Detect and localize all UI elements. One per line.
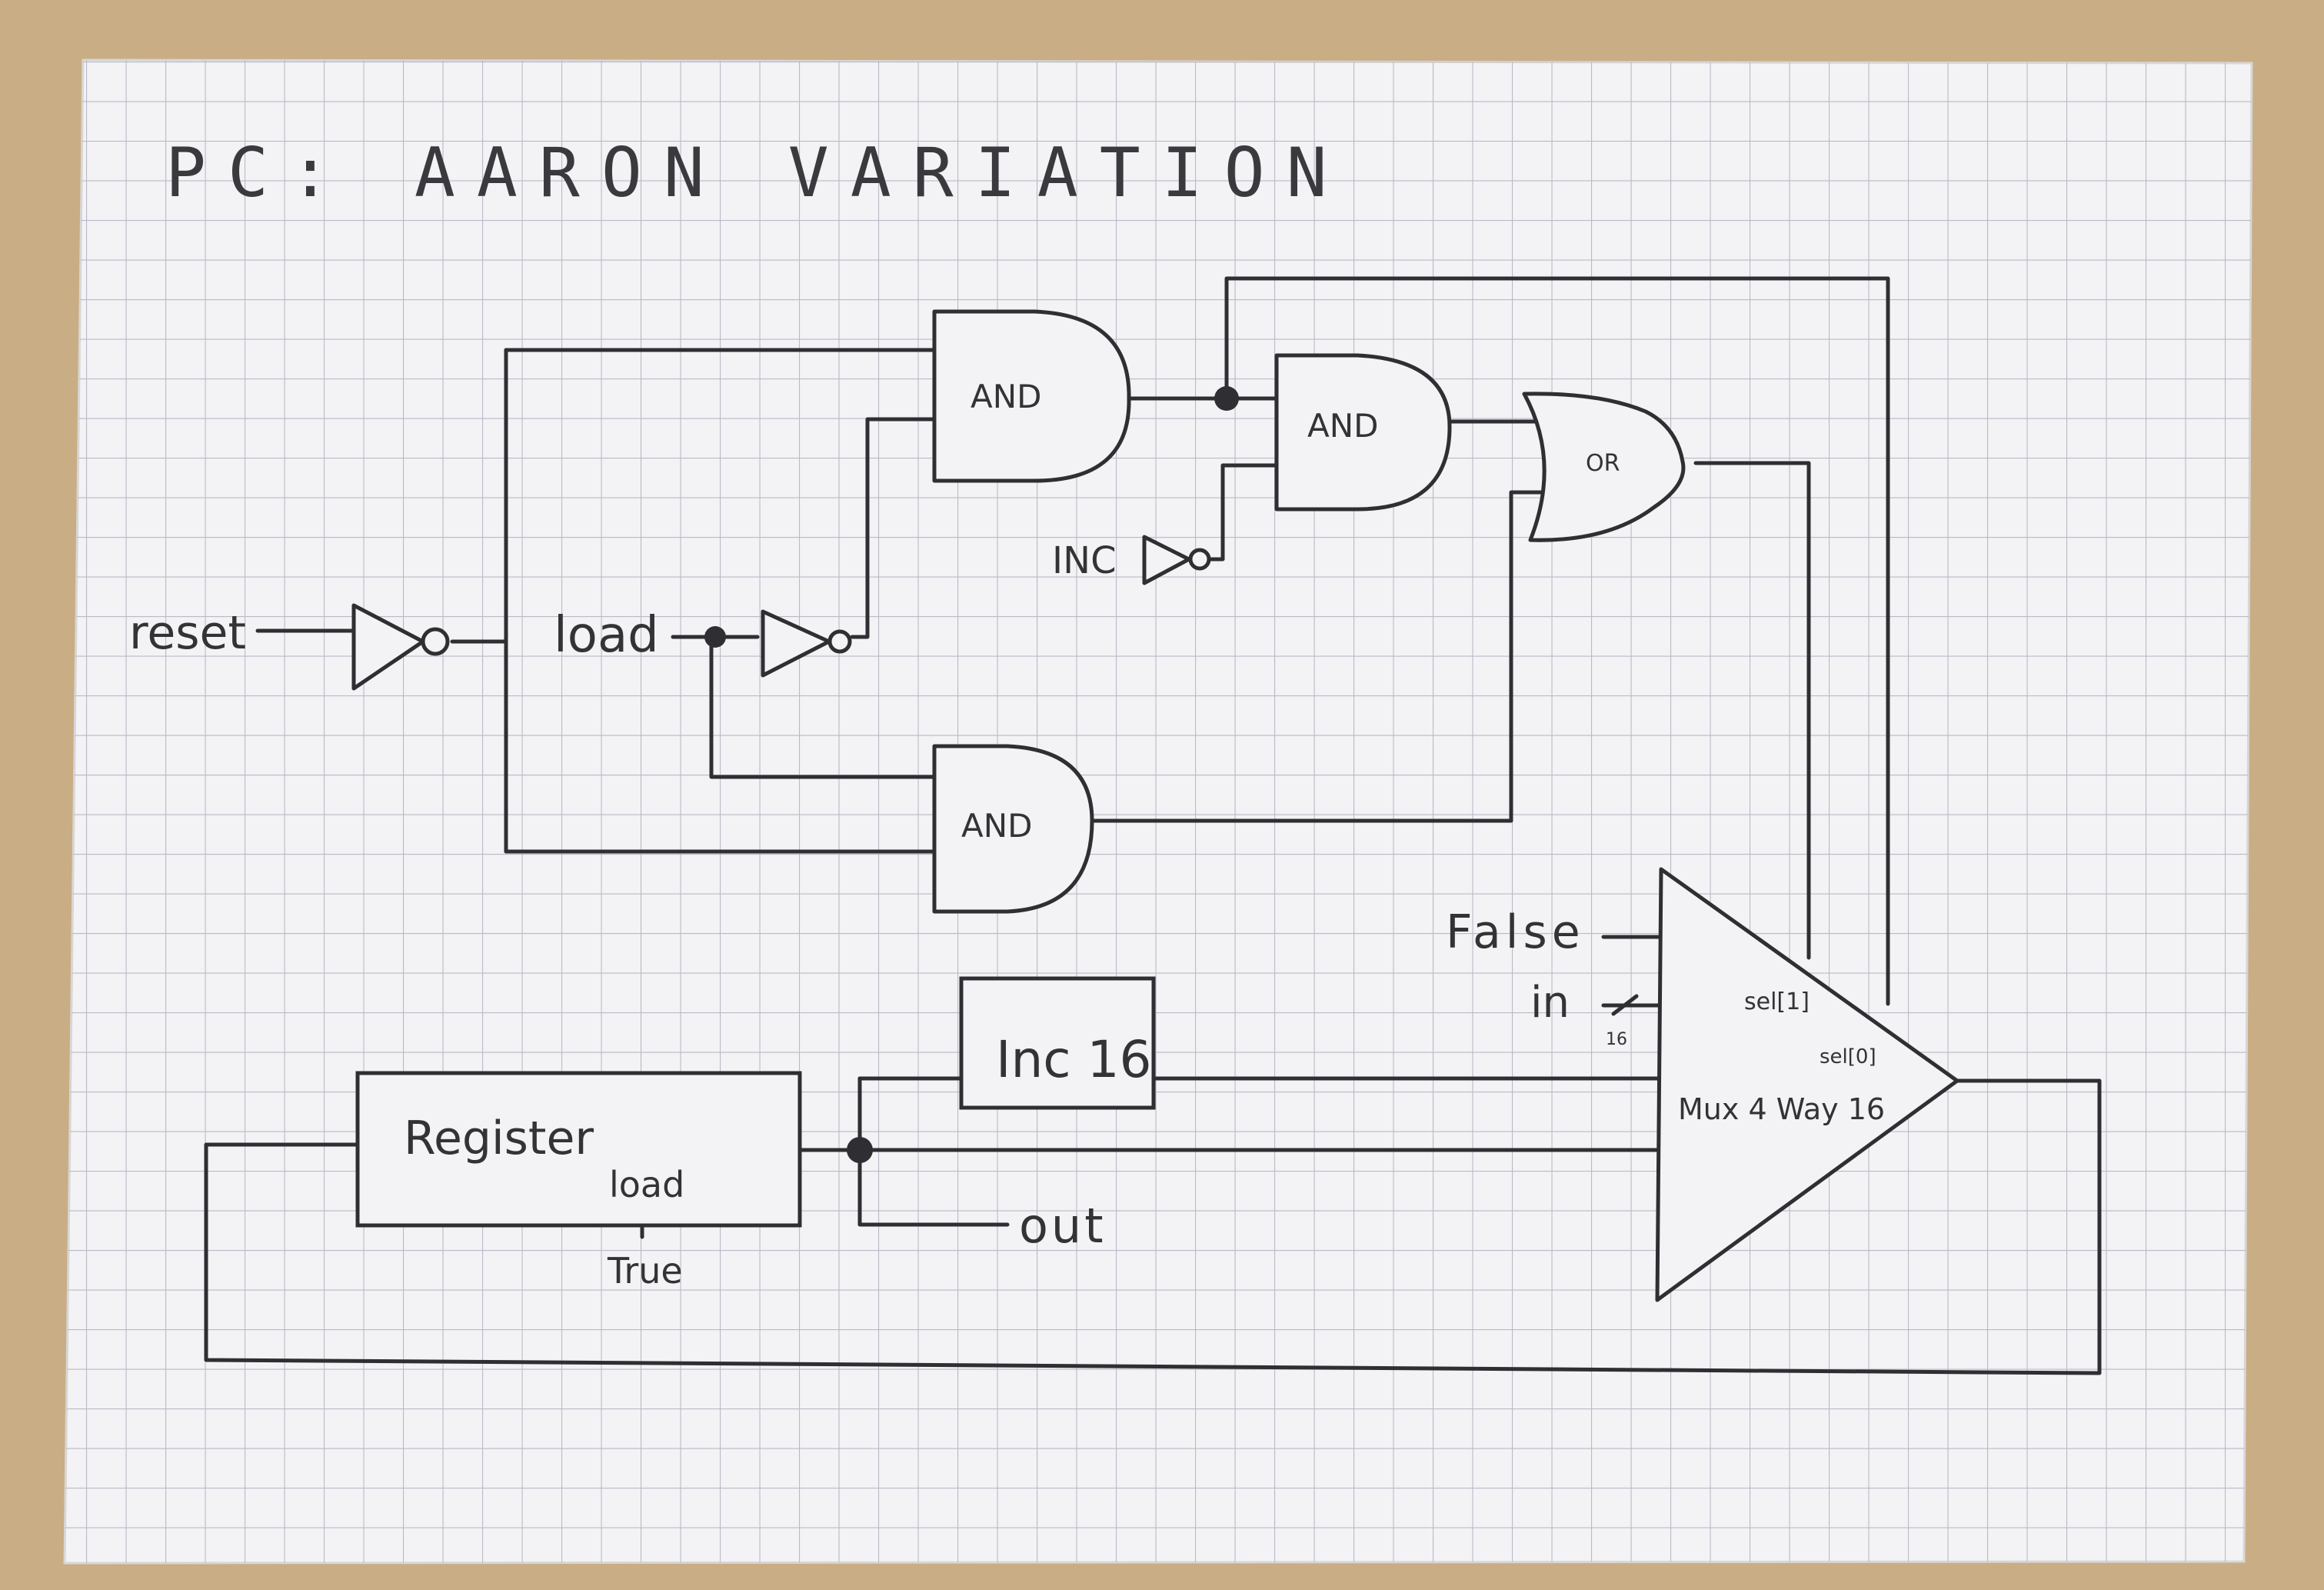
or-gate [1522,392,1686,542]
mux-sel1-label: sel[1] [1744,988,1810,1015]
in-label: in [1530,978,1570,1028]
load-not-gate [761,609,852,678]
and-top-label: AND [971,378,1042,415]
load-junction-dot [704,626,726,648]
graph-paper-card [63,58,2253,1565]
and-mid-label: AND [1307,407,1379,445]
and-output-junction-dot [1214,386,1239,411]
inc-label: INC [1052,539,1117,582]
reset-not-gate [351,603,450,691]
reset-label: reset [129,606,246,660]
mux4way16-chip [1655,867,1959,1302]
false-label: False [1446,905,1585,959]
and-gate-bottom [932,744,1094,914]
load-label: load [554,607,659,664]
and-gate-top [932,309,1131,483]
diagram-title: PC: AARON VARIATION [165,133,1349,212]
register-output-junction-dot [847,1137,873,1163]
and-bottom-label: AND [961,807,1033,845]
register-label: Register [404,1112,594,1165]
in-width-label: 16 [1606,1030,1627,1049]
or-label: OR [1586,450,1620,477]
inc16-label: Inc 16 [996,1030,1152,1089]
inc-not-gate [1142,535,1211,585]
out-label: out [1019,1198,1107,1254]
inc16-chip [959,976,1156,1110]
and-gate-mid [1274,353,1452,512]
register-load-value: True [607,1250,683,1292]
mux-sel0-label: sel[0] [1820,1045,1876,1068]
wires [204,276,2102,1375]
register-load-label: load [609,1164,684,1205]
register-chip [355,1071,802,1228]
mux-label: Mux 4 Way 16 [1678,1092,1885,1126]
